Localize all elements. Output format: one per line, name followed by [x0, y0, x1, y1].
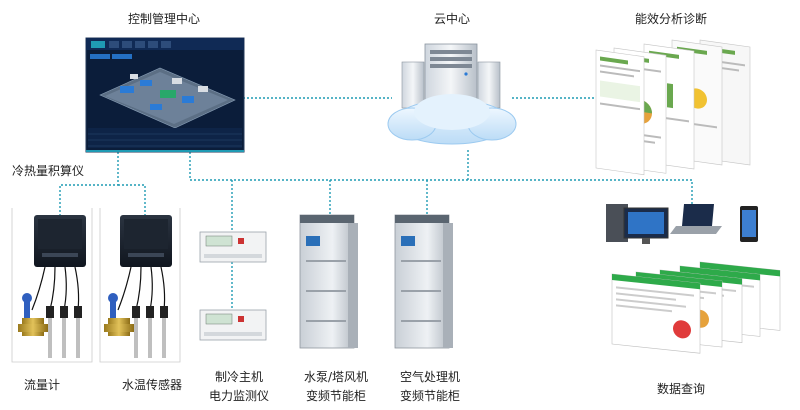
connector-lines: [59, 97, 693, 310]
connector-bus: [189, 152, 693, 208]
scada-monitor-icon: [85, 37, 245, 153]
chiller-monitor-label: 制冷主机 电力监测仪: [204, 368, 274, 404]
heatmeter-brackets: [11, 208, 181, 363]
energy-analysis-label: 能效分析诊断: [635, 12, 708, 26]
heat-meter-icon: [34, 215, 172, 267]
pump-cabinet-label: 水泵/塔风机 变频节能柜: [296, 368, 376, 404]
devices-icon: [606, 204, 758, 244]
power-meter-icon: [199, 231, 267, 341]
temp-sensor-label: 水温传感器: [122, 378, 183, 392]
cloud-server-icon: [387, 43, 517, 145]
ahu-cabinet-label: 空气处理机 变频节能柜: [390, 368, 470, 404]
vfd-cabinet-icon: [299, 214, 453, 349]
temperature-sensor-icon: [46, 306, 168, 358]
control-center-label: 控制管理中心: [128, 12, 201, 26]
pump-cabinet-label-line1: 水泵/塔风机: [303, 370, 369, 384]
pump-cabinet-label-line2: 变频节能柜: [305, 389, 366, 403]
connector-control-heatmeter2: [118, 184, 146, 215]
data-query-label: 数据查询: [657, 382, 706, 396]
ahu-cabinet-label-line2: 变频节能柜: [399, 389, 460, 403]
flowmeter-icon: [18, 293, 134, 336]
ahu-cabinet-label-line1: 空气处理机: [399, 370, 460, 384]
query-screens-icon: [611, 261, 781, 354]
connector-control-heatmeter1: [59, 152, 119, 215]
report-pages-icon: [595, 39, 751, 176]
cloud-center-label: 云中心: [434, 12, 471, 26]
flowmeter-label: 流量计: [24, 378, 61, 392]
heat-meter-label: 冷热量积算仪: [12, 164, 85, 178]
chiller-monitor-label-line1: 制冷主机: [214, 370, 263, 384]
sensor-cables: [31, 266, 166, 311]
chiller-monitor-label-line2: 电力监测仪: [208, 389, 269, 403]
